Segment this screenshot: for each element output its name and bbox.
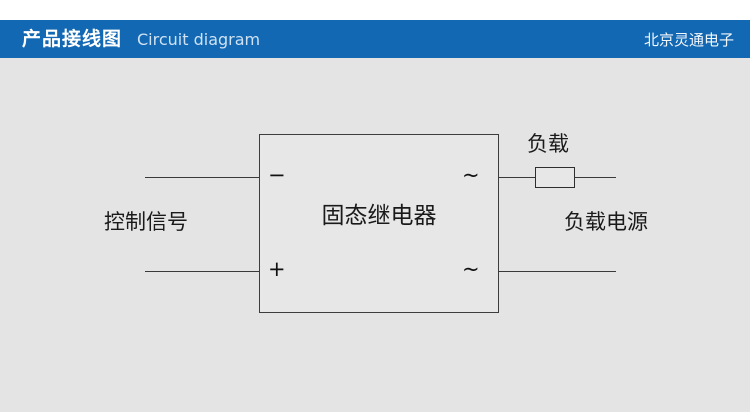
wire-load-right	[574, 177, 616, 178]
terminal-ac-bottom-icon: ~	[462, 257, 480, 281]
wire-load-left	[498, 177, 536, 178]
wire-load-return	[498, 271, 616, 272]
relay-box	[259, 134, 499, 313]
load-resistor-icon	[535, 167, 575, 188]
relay-label: 固态继电器	[321, 203, 437, 229]
page-title-en: Circuit diagram	[137, 30, 261, 49]
terminal-plus-icon: +	[268, 257, 286, 281]
brand-name: 北京灵通电子	[643, 31, 734, 49]
label-load: 负载	[527, 132, 569, 156]
wire-control-negative	[145, 177, 260, 178]
label-control-signal: 控制信号	[104, 210, 188, 234]
label-load-power: 负载电源	[564, 210, 648, 234]
wire-control-positive	[145, 271, 260, 272]
terminal-minus-icon: −	[268, 163, 286, 187]
terminal-ac-top-icon: ~	[462, 163, 480, 187]
header-bar: 产品接线图 Circuit diagram 北京灵通电子	[0, 20, 750, 58]
page-title-cn: 产品接线图	[22, 28, 123, 50]
